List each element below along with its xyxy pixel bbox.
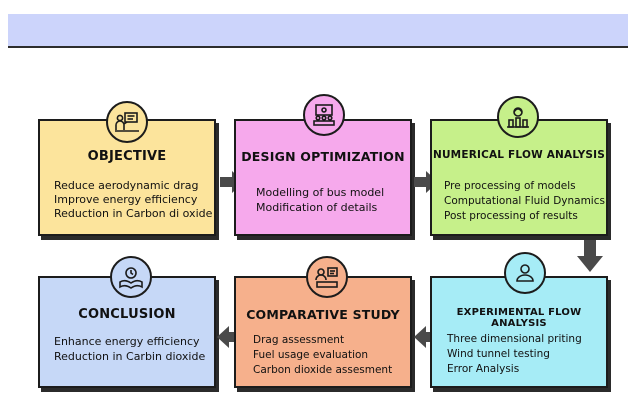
conclusion-line: Reduction in Carbin dioxide xyxy=(54,350,206,363)
conclusion-title: CONCLUSION xyxy=(78,307,176,322)
arrow-left-icon xyxy=(217,326,241,348)
lab-icon xyxy=(497,96,539,138)
assessment-icon xyxy=(306,256,348,298)
design-card: DESIGN OPTIMIZATION Modelling of bus mod… xyxy=(234,119,412,236)
experimental-card: EXPERIMENTAL FLOW ANALYSIS Three dimensi… xyxy=(430,276,608,388)
numerical-line: Pre processing of models xyxy=(444,180,576,192)
header-banner xyxy=(8,14,628,48)
objective-lines: Reduce aerodynamic drag Improve energy e… xyxy=(54,179,212,221)
experimental-lines: Three dimensional priting Wind tunnel te… xyxy=(447,332,582,377)
meeting-icon xyxy=(303,94,345,136)
objective-line: Reduction in Carbon di oxide xyxy=(54,207,213,220)
numerical-card: NUMERICAL FLOW ANALYSIS Pre processing o… xyxy=(430,119,608,236)
objective-line: Improve energy efficiency xyxy=(54,193,198,206)
comparative-line: Drag assessment xyxy=(253,334,345,346)
presenter-icon xyxy=(106,101,148,143)
arrow-left-icon xyxy=(414,326,438,348)
numerical-line: Post processing of results xyxy=(444,210,578,222)
book-clock-icon xyxy=(110,256,152,298)
design-lines: Modelling of bus model Modification of d… xyxy=(256,185,384,215)
objective-line: Reduce aerodynamic drag xyxy=(54,179,199,192)
comparative-line: Carbon dioxide assesment xyxy=(253,364,393,376)
comparative-lines: Drag assessment Fuel usage evaluation Ca… xyxy=(253,333,392,378)
numerical-line: Computational Fluid Dynamics xyxy=(444,195,605,207)
experimental-line: Wind tunnel testing xyxy=(447,348,550,360)
experimental-title: EXPERIMENTAL FLOW ANALYSIS xyxy=(456,307,582,329)
arrow-down-icon xyxy=(577,240,603,272)
design-line: Modelling of bus model xyxy=(256,186,385,199)
conclusion-lines: Enhance energy efficiency Reduction in C… xyxy=(54,334,205,364)
conclusion-card: CONCLUSION Enhance energy efficiency Red… xyxy=(38,276,216,388)
objective-title: OBJECTIVE xyxy=(87,149,167,164)
conclusion-line: Enhance energy efficiency xyxy=(54,335,200,348)
design-line: Modification of details xyxy=(256,201,378,214)
comparative-title: COMPARATIVE STUDY xyxy=(246,307,400,322)
experimental-line: Three dimensional priting xyxy=(447,333,582,345)
design-title: DESIGN OPTIMIZATION xyxy=(241,149,405,164)
comparative-line: Fuel usage evaluation xyxy=(253,349,369,361)
person-icon xyxy=(504,252,546,294)
experimental-line: Error Analysis xyxy=(447,363,520,375)
numerical-title: NUMERICAL FLOW ANALYSIS xyxy=(432,149,606,161)
numerical-lines: Pre processing of models Computational F… xyxy=(444,179,605,224)
